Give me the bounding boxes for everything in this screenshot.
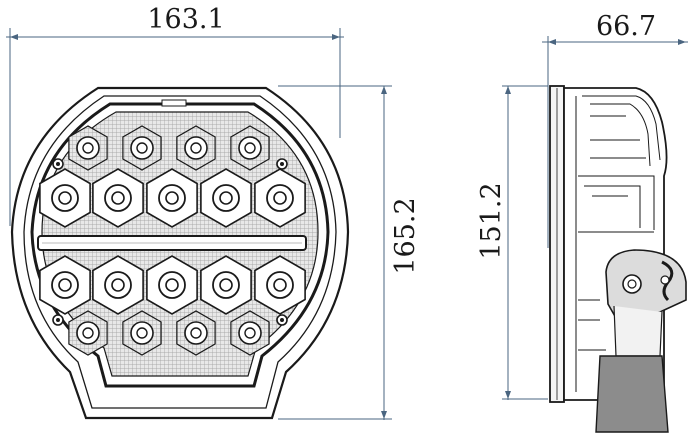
front-bezel xyxy=(30,102,330,388)
led-reflector-small xyxy=(122,125,162,171)
led-reflector-cup xyxy=(39,255,91,315)
led-reflector-small xyxy=(68,125,108,171)
side-depth-label: 66.7 xyxy=(596,11,656,42)
led-reflector-small xyxy=(176,125,216,171)
led-reflector-small xyxy=(230,310,270,356)
front-view xyxy=(10,86,350,420)
side-height-dimension: 151.2 xyxy=(476,85,548,400)
front-width-label: 163.1 xyxy=(147,4,224,35)
side-mount-base xyxy=(595,355,669,433)
led-reflector-small xyxy=(122,310,162,356)
led-reflector-cup xyxy=(92,168,144,228)
led-reflector-small xyxy=(176,310,216,356)
side-mount-bracket xyxy=(605,249,687,319)
led-reflector-cup xyxy=(254,168,306,228)
front-height-label: 165.2 xyxy=(390,197,421,274)
side-view xyxy=(549,85,687,433)
led-reflector-cup xyxy=(92,255,144,315)
front-width-dimension: 163.1 xyxy=(6,4,344,226)
led-reflector-cup xyxy=(200,255,252,315)
side-height-label: 151.2 xyxy=(476,182,507,259)
led-reflector-cup xyxy=(39,168,91,228)
led-reflector-cup xyxy=(254,255,306,315)
side-depth-dimension: 66.7 xyxy=(542,11,688,248)
led-reflector-cup xyxy=(200,168,252,228)
led-reflector-small xyxy=(230,125,270,171)
front-height-dimension: 165.2 xyxy=(278,85,421,420)
led-reflector-small xyxy=(68,310,108,356)
led-reflector-cup xyxy=(146,255,198,315)
front-housing-inner-rim xyxy=(23,95,337,409)
led-reflector-cup xyxy=(146,168,198,228)
front-housing-outer xyxy=(10,86,350,420)
side-heatsink xyxy=(575,95,661,392)
